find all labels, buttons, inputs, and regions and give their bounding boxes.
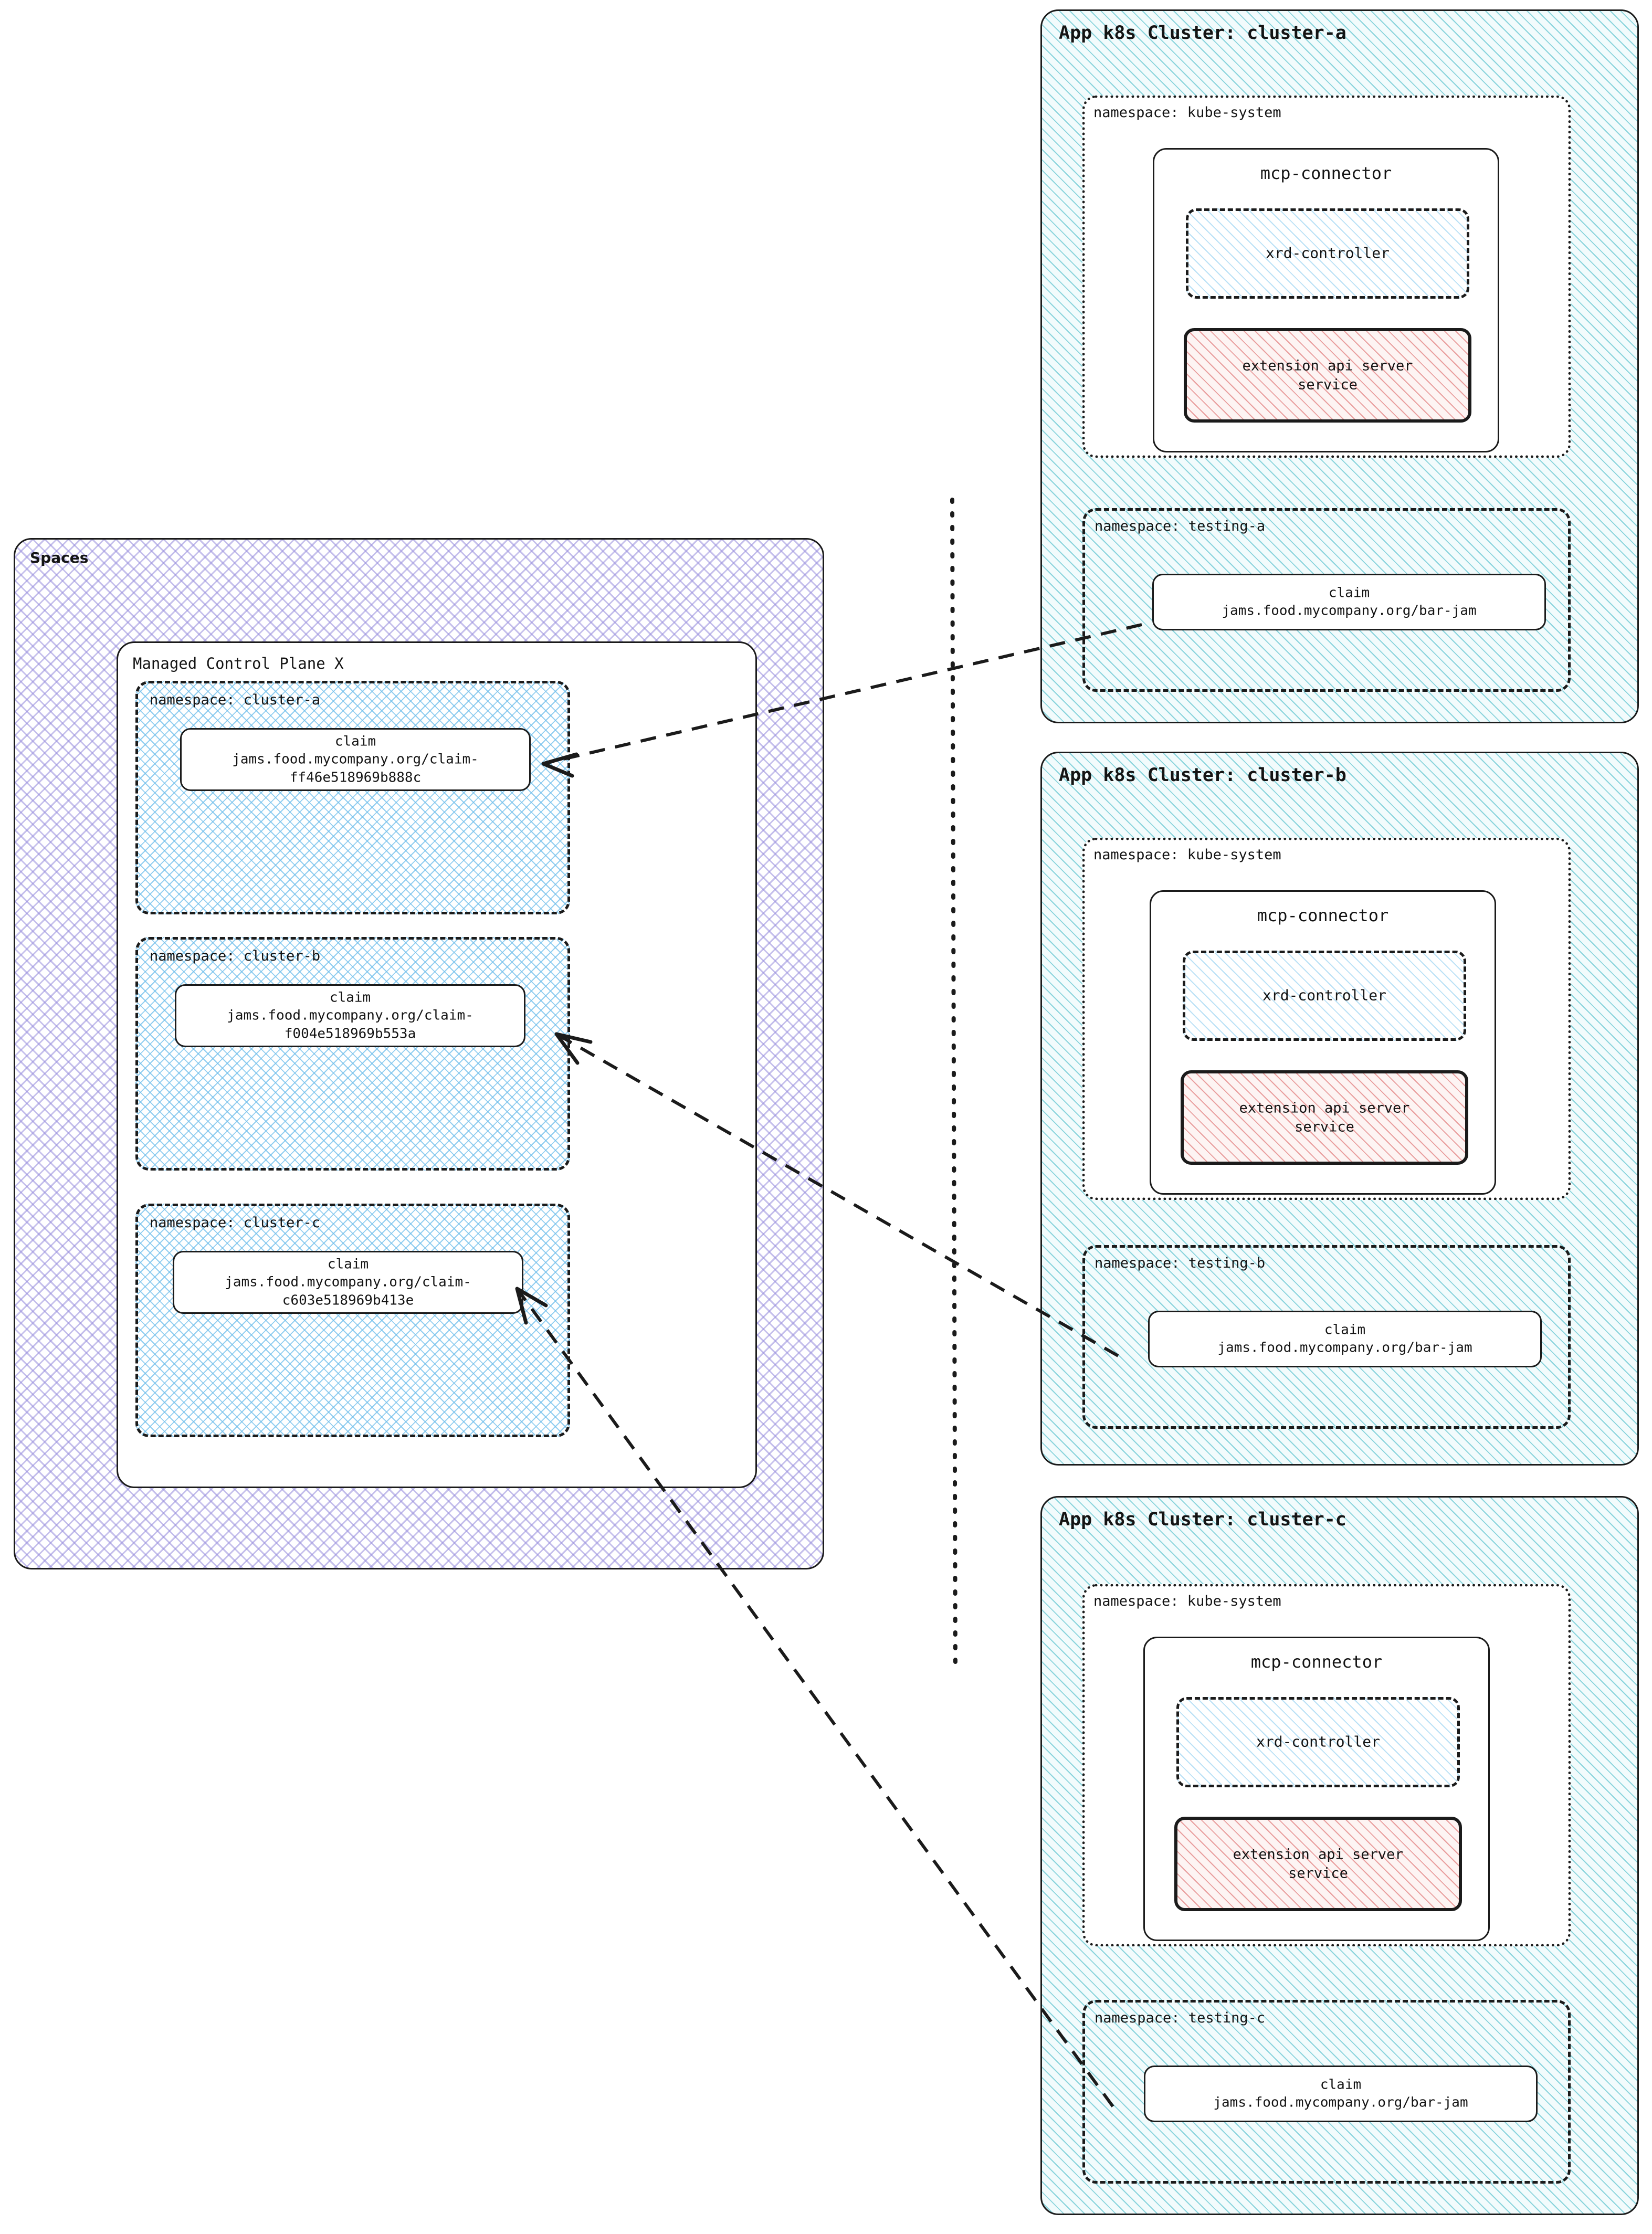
extension-api-server-service-c: extension api server service	[1174, 1817, 1462, 1911]
namespace-cluster-b: namespace: cluster-b claim jams.food.myc…	[135, 937, 570, 1171]
claim-name: jams.food.mycompany.org/claim-ff46e51896…	[232, 751, 479, 786]
xrd-controller-c-label: xrd-controller	[1256, 1733, 1380, 1751]
mcp-connector-c-label: mcp-connector	[1250, 1652, 1383, 1672]
extension-api-line2: service	[1295, 1119, 1354, 1135]
claim-node-testing-a-text: claim jams.food.mycompany.org/bar-jam	[1154, 584, 1544, 620]
claim-kind: claim	[334, 733, 376, 750]
claim-name: jams.food.mycompany.org/bar-jam	[1222, 603, 1477, 619]
testing-b-label: namespace: testing-b	[1095, 1255, 1266, 1271]
claim-name: jams.food.mycompany.org/bar-jam	[1213, 2095, 1468, 2111]
vertical-divider-dotted-line	[950, 498, 957, 1674]
kube-system-a-label: namespace: kube-system	[1093, 104, 1281, 121]
xrd-controller-c: xrd-controller	[1176, 1697, 1460, 1787]
extension-api-c-text: extension api server service	[1177, 1845, 1459, 1882]
xrd-controller-b: xrd-controller	[1183, 951, 1466, 1041]
claim-node-testing-c-text: claim jams.food.mycompany.org/bar-jam	[1145, 2076, 1536, 2112]
extension-api-server-service-b: extension api server service	[1181, 1070, 1468, 1165]
xrd-controller-a-label: xrd-controller	[1265, 244, 1390, 262]
claim-kind: claim	[329, 989, 371, 1006]
extension-api-line1: extension api server	[1233, 1846, 1404, 1863]
testing-a-label: namespace: testing-a	[1095, 518, 1266, 534]
claim-node-cluster-b[interactable]: claim jams.food.mycompany.org/claim-f004…	[175, 984, 525, 1047]
mcp-connector-a: mcp-connector xrd-controller extension a…	[1153, 148, 1499, 452]
kube-system-b-label: namespace: kube-system	[1093, 847, 1281, 863]
cluster-b-title: App k8s Cluster: cluster-b	[1059, 765, 1346, 786]
testing-c-label: namespace: testing-c	[1095, 2010, 1266, 2026]
cluster-c-title: App k8s Cluster: cluster-c	[1059, 1509, 1346, 1530]
extension-api-line1: extension api server	[1239, 1100, 1410, 1116]
spaces-label: Spaces	[30, 549, 89, 566]
claim-name: jams.food.mycompany.org/claim-c603e51896…	[225, 1274, 471, 1309]
claim-node-cluster-a[interactable]: claim jams.food.mycompany.org/claim-ff46…	[180, 728, 531, 791]
extension-api-a-text: extension api server service	[1187, 356, 1468, 394]
claim-kind: claim	[1328, 585, 1370, 601]
namespace-cluster-c: namespace: cluster-c claim jams.food.myc…	[135, 1204, 570, 1437]
claim-node-testing-b[interactable]: claim jams.food.mycompany.org/bar-jam	[1148, 1311, 1542, 1367]
extension-api-b-text: extension api server service	[1184, 1099, 1465, 1136]
claim-kind: claim	[1324, 1322, 1366, 1338]
extension-api-line2: service	[1288, 1865, 1348, 1881]
xrd-controller-a: xrd-controller	[1186, 208, 1469, 299]
claim-node-testing-b-text: claim jams.food.mycompany.org/bar-jam	[1150, 1321, 1540, 1357]
cluster-a-title: App k8s Cluster: cluster-a	[1059, 23, 1346, 44]
testing-namespace-b: namespace: testing-b claim jams.food.myc…	[1082, 1245, 1571, 1429]
namespace-cluster-a: namespace: cluster-a claim jams.food.myc…	[135, 681, 570, 914]
kube-system-c-label: namespace: kube-system	[1093, 1593, 1281, 1609]
testing-namespace-c: namespace: testing-c claim jams.food.myc…	[1082, 2000, 1571, 2184]
xrd-controller-b-label: xrd-controller	[1262, 986, 1386, 1004]
testing-namespace-a: namespace: testing-a claim jams.food.myc…	[1082, 508, 1571, 692]
claim-node-cluster-a-text: claim jams.food.mycompany.org/claim-ff46…	[182, 733, 529, 787]
namespace-cluster-c-label: namespace: cluster-c	[150, 1215, 321, 1231]
namespace-cluster-b-label: namespace: cluster-b	[150, 948, 321, 964]
claim-name: jams.food.mycompany.org/claim-f004e51896…	[227, 1007, 473, 1042]
extension-api-line2: service	[1298, 376, 1358, 393]
claim-node-cluster-c[interactable]: claim jams.food.mycompany.org/claim-c603…	[173, 1251, 523, 1314]
control-plane-label: Managed Control Plane X	[133, 655, 344, 672]
mcp-connector-c: mcp-connector xrd-controller extension a…	[1143, 1637, 1490, 1941]
claim-kind: claim	[327, 1256, 369, 1272]
claim-node-testing-a[interactable]: claim jams.food.mycompany.org/bar-jam	[1152, 574, 1546, 630]
claim-node-cluster-c-text: claim jams.food.mycompany.org/claim-c603…	[174, 1256, 522, 1310]
extension-api-line1: extension api server	[1242, 357, 1413, 374]
claim-node-cluster-b-text: claim jams.food.mycompany.org/claim-f004…	[176, 989, 524, 1043]
mcp-connector-b-label: mcp-connector	[1257, 905, 1389, 925]
claim-kind: claim	[1320, 2077, 1362, 2093]
claim-node-testing-c[interactable]: claim jams.food.mycompany.org/bar-jam	[1144, 2066, 1538, 2122]
mcp-connector-b: mcp-connector xrd-controller extension a…	[1150, 890, 1496, 1195]
mcp-connector-a-label: mcp-connector	[1260, 163, 1392, 183]
claim-name: jams.food.mycompany.org/bar-jam	[1217, 1340, 1472, 1356]
extension-api-server-service-a: extension api server service	[1184, 328, 1471, 423]
namespace-cluster-a-label: namespace: cluster-a	[150, 692, 321, 708]
